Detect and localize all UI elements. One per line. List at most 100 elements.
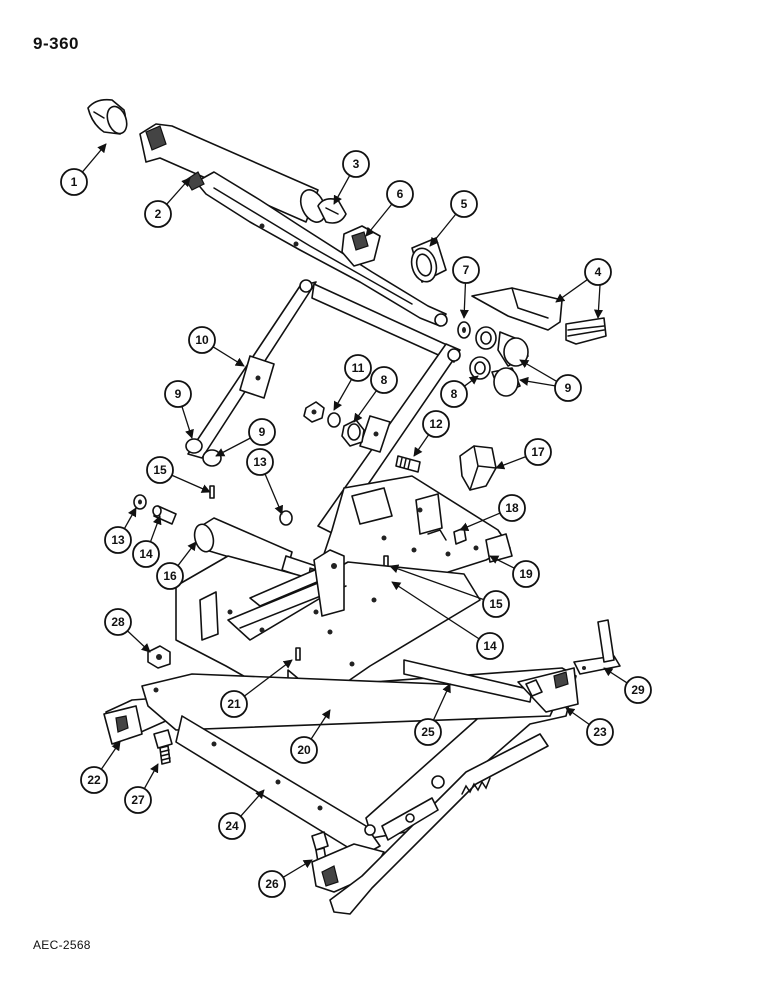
callout-leader (149, 515, 162, 543)
callout-1: 1 (60, 143, 107, 196)
callout-number: 18 (505, 501, 519, 515)
callout-7: 7 (452, 256, 480, 319)
callout-number: 9 (175, 387, 182, 401)
callout-leader (429, 213, 457, 247)
callout-number: 6 (397, 187, 404, 201)
part-center-hardware (303, 401, 365, 447)
part-clip (317, 198, 347, 224)
callout-13: 13 (246, 448, 283, 515)
callout-number: 12 (429, 417, 443, 431)
callout-6: 6 (365, 180, 414, 237)
callout-number: 22 (87, 773, 101, 787)
callout-15: 15 (146, 456, 211, 493)
callout-9: 9 (215, 418, 276, 457)
callout-number: 8 (451, 387, 458, 401)
callout-number: 17 (531, 445, 545, 459)
callout-balloon (586, 718, 614, 746)
callout-4: 4 (555, 258, 612, 303)
callout-leader (100, 741, 121, 770)
callout-leader (240, 789, 265, 817)
callout-leader (519, 359, 558, 383)
callout-balloon (476, 632, 504, 660)
callout-leader (177, 541, 197, 567)
callout-number: 9 (565, 381, 572, 395)
part-upper-tube-arm (139, 123, 448, 327)
part-nut (147, 645, 171, 669)
callout-balloon (624, 676, 652, 704)
callout-balloon (164, 380, 192, 408)
callout-leader (391, 581, 480, 640)
callout-leader (459, 282, 469, 319)
callout-leader (243, 659, 293, 697)
callout-balloon (60, 168, 88, 196)
callout-24: 24 (218, 789, 265, 840)
callout-leader (353, 390, 377, 423)
part-lever-handle (311, 733, 549, 915)
part-small-left (133, 485, 293, 526)
callout-28: 28 (104, 608, 151, 653)
callout-leader (333, 378, 353, 411)
callout-balloon (370, 366, 398, 394)
callout-5: 5 (429, 190, 478, 247)
callout-number: 19 (519, 567, 533, 581)
callout-14: 14 (132, 515, 162, 568)
callout-number: 20 (297, 743, 311, 757)
callout-number: 23 (593, 725, 607, 739)
callout-balloon (146, 456, 174, 484)
callout-leader (282, 859, 313, 878)
callout-leader (171, 474, 211, 493)
callout-leader (166, 177, 191, 205)
callout-balloon (554, 374, 582, 402)
callout-balloon (344, 354, 372, 382)
part-pads (471, 287, 607, 345)
callout-balloon (188, 326, 216, 354)
callout-number: 24 (225, 819, 239, 833)
part-bump-stop (459, 445, 497, 491)
callout-10: 10 (188, 326, 245, 367)
callout-number: 13 (111, 533, 125, 547)
part-angle-bracket (573, 619, 621, 675)
callout-number: 21 (227, 697, 241, 711)
callout-balloon (452, 256, 480, 284)
callout-26: 26 (258, 859, 313, 898)
part-lower-base (175, 549, 481, 707)
callout-22: 22 (80, 741, 121, 794)
callout-9: 9 (164, 380, 194, 439)
callout-balloon (80, 766, 108, 794)
callout-leader (459, 512, 501, 531)
callout-leader (215, 437, 251, 457)
callout-balloon (258, 870, 286, 898)
callout-number: 4 (595, 265, 602, 279)
callout-number: 5 (461, 197, 468, 211)
callout-leader (212, 346, 245, 367)
callout-number: 25 (421, 725, 435, 739)
callout-9: 9 (519, 359, 582, 402)
callout-29: 29 (603, 667, 652, 704)
callout-balloon (246, 448, 274, 476)
callout-number: 14 (139, 547, 153, 561)
callout-balloon (132, 540, 160, 568)
callout-number: 1 (71, 175, 78, 189)
callout-balloon (218, 812, 246, 840)
callout-number: 3 (353, 157, 360, 171)
callout-balloon (220, 690, 248, 718)
callout-leader (365, 203, 393, 237)
callout-27: 27 (124, 763, 159, 814)
callout-balloon (290, 736, 318, 764)
callout-balloon (386, 180, 414, 208)
callout-leader (310, 709, 331, 740)
callout-17: 17 (495, 438, 552, 470)
callout-balloon (498, 494, 526, 522)
callout-leader (123, 507, 137, 529)
callout-number: 27 (131, 793, 145, 807)
callout-balloon (342, 150, 370, 178)
callout-number: 28 (111, 615, 125, 629)
callout-21: 21 (220, 659, 293, 718)
callout-balloon (156, 562, 184, 590)
callout-number: 7 (463, 263, 470, 277)
callout-12: 12 (413, 410, 450, 457)
callout-2: 2 (144, 177, 191, 228)
callout-leader (127, 630, 151, 653)
callout-13: 13 (104, 507, 137, 554)
callout-balloon (104, 526, 132, 554)
